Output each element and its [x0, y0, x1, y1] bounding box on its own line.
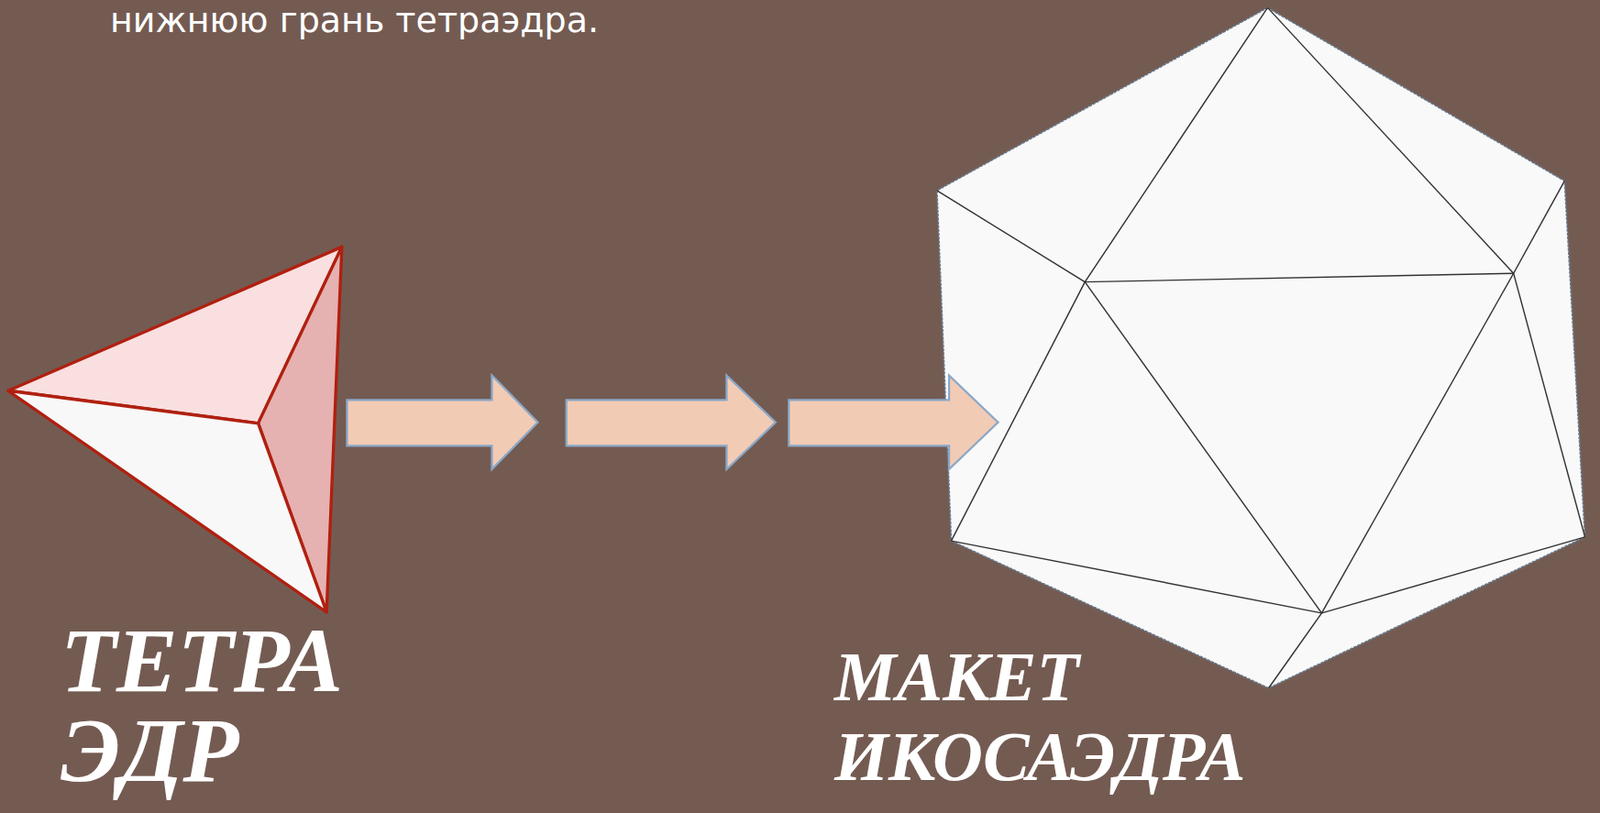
- block-arrows: [346, 375, 998, 470]
- heading-fragment: нижнюю грань тетраэдра.: [110, 1, 936, 41]
- tetrahedron: [8, 246, 343, 612]
- icosahedron: [937, 7, 1586, 688]
- figure-name: МАКЕТ ИКОСАЭДРА: [834, 637, 1385, 798]
- figure-name: ТЕТРА ЭДР: [60, 616, 428, 796]
